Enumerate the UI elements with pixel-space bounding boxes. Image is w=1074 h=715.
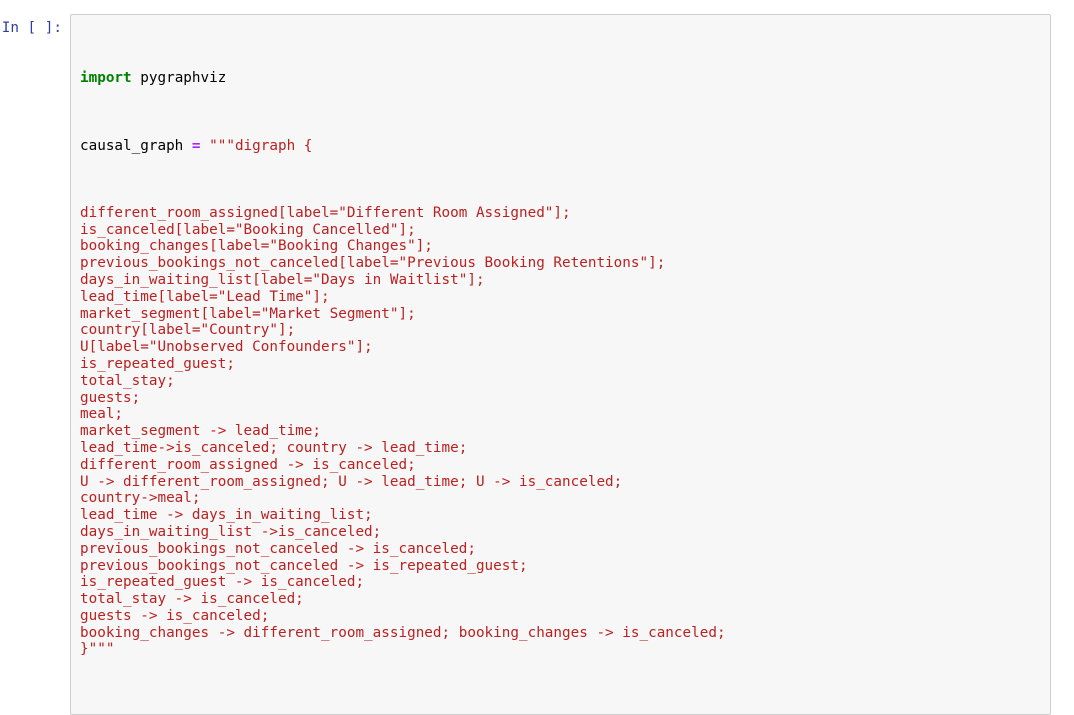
code-line-14: guests; — [80, 389, 141, 406]
code-line-17: lead_time->is_canceled; country -> lead_… — [80, 439, 468, 456]
assignment-operator: = — [191, 137, 201, 154]
code-line-23: previous_bookings_not_canceled -> is_can… — [80, 540, 476, 557]
code-line-29: }""" — [80, 641, 115, 658]
code-line-15: meal; — [80, 406, 124, 423]
code-line-7: days_in_waiting_list[label="Days in Wait… — [80, 271, 485, 288]
code-line-20: country->meal; — [80, 490, 201, 507]
code-line-11: U[label="Unobserved Confounders"]; — [80, 339, 373, 356]
code-line-25: is_repeated_guest -> is_canceled; — [80, 574, 365, 591]
code-line-9: market_segment[label="Market Segment"]; — [80, 305, 416, 322]
keyword-import: import — [80, 70, 132, 87]
code-line-22: days_in_waiting_list ->is_canceled; — [80, 523, 382, 540]
notebook-container: In [ ]: import pygraphviz causal_graph =… — [1, 14, 1051, 715]
module-name-pygraphviz: pygraphviz — [131, 70, 227, 87]
code-line-5: booking_changes[label="Booking Changes"]… — [80, 238, 433, 255]
code-line-4: is_canceled[label="Booking Cancelled"]; — [80, 221, 416, 238]
cell-prompt-label: In [ ]: — [1, 20, 62, 36]
code-line-1: import pygraphviz — [80, 70, 1046, 87]
variable-causal-graph: causal_graph — [80, 137, 192, 154]
string-open-digraph: """digraph { — [200, 137, 313, 154]
code-input-area[interactable]: import pygraphviz causal_graph = """digr… — [70, 14, 1051, 715]
code-line-10: country[label="Country"]; — [80, 322, 296, 339]
dot-graph-string-body: different_room_assigned[label="Different… — [80, 205, 1046, 659]
code-cell[interactable]: In [ ]: import pygraphviz causal_graph =… — [0, 14, 1074, 715]
code-line-26: total_stay -> is_canceled; — [80, 591, 304, 608]
code-line-18: different_room_assigned -> is_canceled; — [80, 456, 416, 473]
code-line-16: market_segment -> lead_time; — [80, 423, 322, 440]
code-line-6: previous_bookings_not_canceled[label="Pr… — [80, 255, 666, 272]
code-line-3: different_room_assigned[label="Different… — [80, 204, 571, 221]
code-line-21: lead_time -> days_in_waiting_list; — [80, 507, 373, 524]
code-editor[interactable]: import pygraphviz causal_graph = """digr… — [80, 20, 1046, 709]
code-line-28: booking_changes -> different_room_assign… — [80, 624, 726, 641]
code-line-8: lead_time[label="Lead Time"]; — [80, 288, 330, 305]
code-line-19: U -> different_room_assigned; U -> lead_… — [80, 473, 623, 490]
code-line-2: causal_graph = """digraph { — [80, 138, 1046, 155]
code-line-27: guests -> is_canceled; — [80, 607, 270, 624]
code-line-13: total_stay; — [80, 372, 175, 389]
code-line-12: is_repeated_guest; — [80, 355, 235, 372]
code-line-24: previous_bookings_not_canceled -> is_rep… — [80, 557, 528, 574]
